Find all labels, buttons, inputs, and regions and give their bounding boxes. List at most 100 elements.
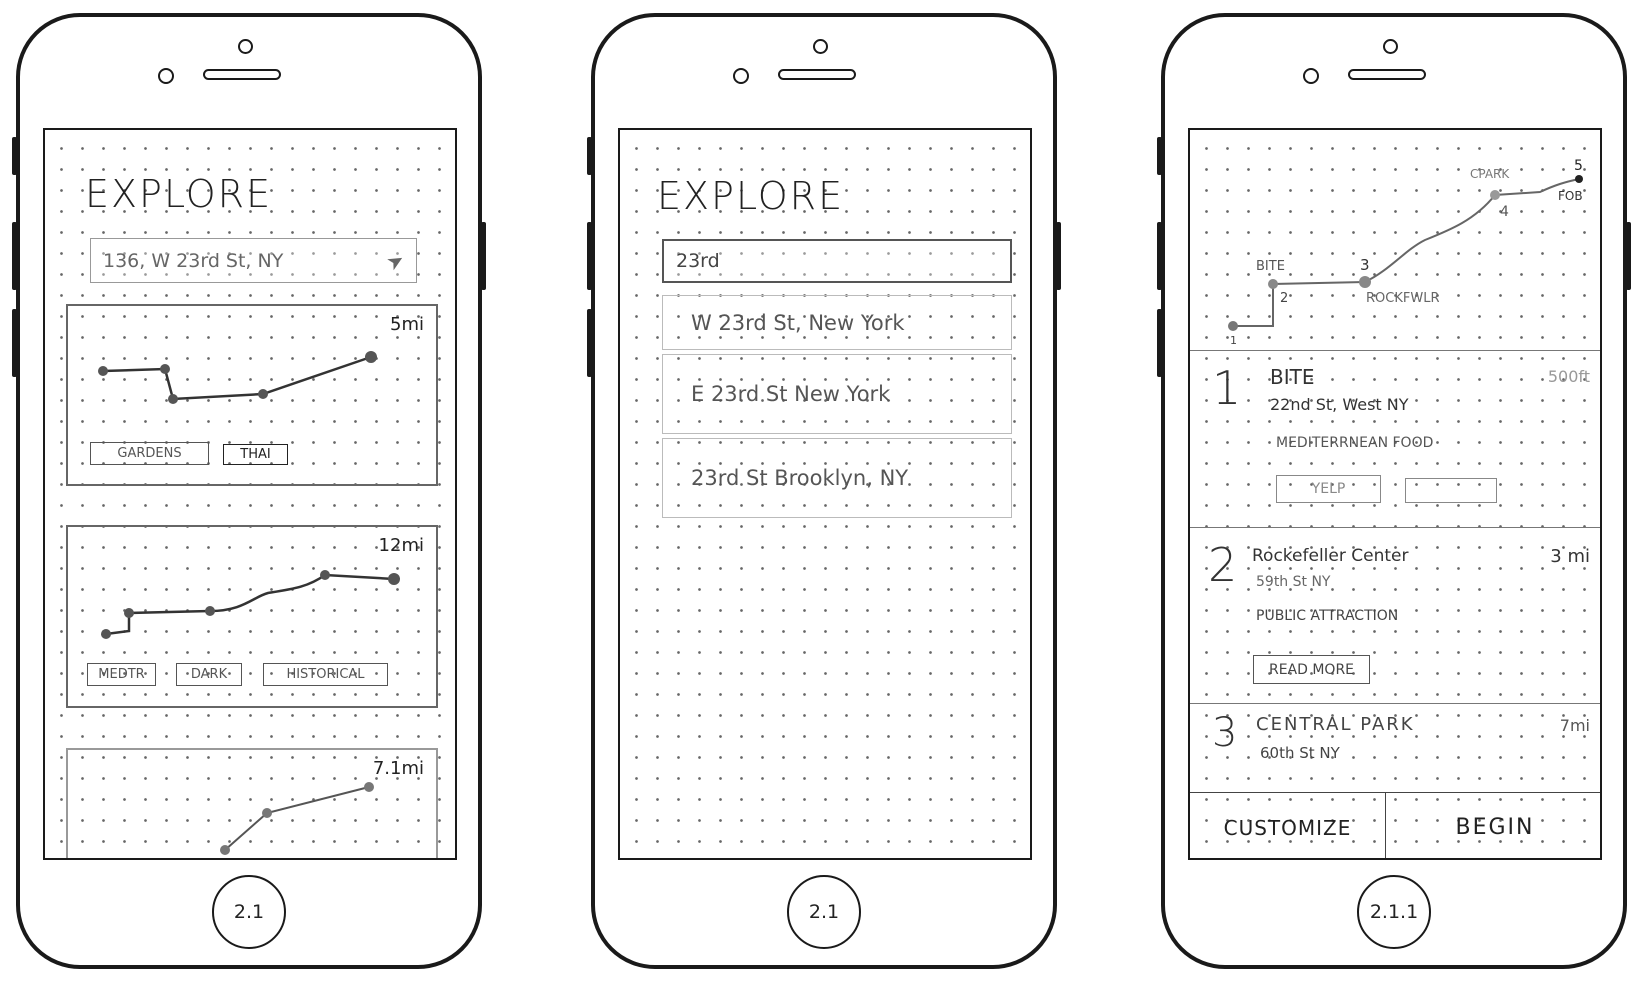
volume-down-button <box>12 309 17 377</box>
route-stop <box>364 782 374 792</box>
map-stop-label: BITE <box>1256 259 1285 274</box>
map-stop-number: 5 <box>1574 158 1583 174</box>
suggestion-item[interactable]: E 23rd St New York <box>662 354 1012 434</box>
map-stop-number: 2 <box>1280 291 1288 306</box>
stop-name: CENTRAL PARK <box>1256 714 1415 735</box>
tag-dark[interactable]: DARK <box>176 663 242 686</box>
secondary-button[interactable] <box>1405 478 1497 503</box>
route-line <box>1233 178 1580 327</box>
stop-address: 59th St NY <box>1256 574 1331 590</box>
route-line <box>224 786 370 851</box>
stop-address: 22nd St, West NY <box>1270 395 1409 414</box>
tag-thai[interactable]: THAI <box>223 444 288 465</box>
divider <box>1190 703 1600 704</box>
phone-frame-route-detail: 1 2 3 4 5 BITE ROCKFWLR CPARK FOB 1 BITE… <box>1157 13 1631 969</box>
power-button <box>481 222 486 290</box>
route-stop <box>124 608 134 618</box>
screen-search: EXPLORE 23rd W 23rd St, New York E 23rd … <box>618 128 1032 860</box>
power-button <box>1626 222 1631 290</box>
sensor-icon <box>1303 68 1319 84</box>
suggestion-item[interactable]: W 23rd St, New York <box>662 295 1012 350</box>
tag-historical[interactable]: HISTORICAL <box>263 663 388 686</box>
customize-button[interactable]: CUSTOMIZE <box>1223 815 1352 840</box>
route-stop <box>220 845 230 855</box>
stop-list-item[interactable]: 3 CENTRAL PARK 7mi 60th St NY <box>1190 704 1600 792</box>
route-stop <box>205 606 215 616</box>
yelp-button[interactable]: YELP <box>1276 475 1381 503</box>
button-divider <box>1385 793 1386 858</box>
map-stop-5 <box>1575 175 1583 183</box>
screen-explore: EXPLORE 136, W 23rd St, NY ➤ 5mi GARDENS… <box>43 128 457 860</box>
map-stop-2 <box>1268 279 1278 289</box>
divider <box>1190 527 1600 528</box>
location-input[interactable]: 136, W 23rd St, NY ➤ <box>90 238 417 283</box>
camera-icon <box>1383 39 1398 54</box>
tag-medtr[interactable]: MEDTR <box>87 663 156 686</box>
route-map-thumbnail <box>220 782 374 855</box>
stop-distance: 3 mi <box>1550 546 1590 567</box>
route-distance: 12mi <box>378 535 424 556</box>
page-title: EXPLORE <box>85 172 273 216</box>
route-map-thumbnail <box>101 570 400 639</box>
tag-gardens[interactable]: GARDENS <box>90 442 209 465</box>
map-stop-label: FOB <box>1558 189 1583 203</box>
speaker-grille <box>1348 69 1426 80</box>
stop-number: 1 <box>1212 361 1242 415</box>
route-distance: 7.1mi <box>372 758 424 779</box>
volume-up-button <box>12 222 17 290</box>
route-line <box>105 573 395 636</box>
map-stop-3 <box>1359 276 1371 288</box>
home-button[interactable]: 2.1 <box>212 875 286 949</box>
route-card[interactable]: 12mi MEDTR DARK HISTORICAL <box>66 525 438 708</box>
route-card[interactable]: 5mi GARDENS THAI <box>66 304 438 486</box>
stop-list-item[interactable]: 2 Rockefeller Center 3 mi 59th St NY PUB… <box>1190 528 1600 703</box>
search-input[interactable]: 23rd <box>662 239 1012 283</box>
route-stop <box>262 808 272 818</box>
route-stop <box>168 394 178 404</box>
route-line <box>102 355 372 401</box>
suggestion-item[interactable]: 23rd St Brooklyn, NY <box>662 438 1012 518</box>
route-stop <box>388 573 400 585</box>
mute-switch <box>587 137 592 175</box>
route-map-thumbnail <box>98 351 377 404</box>
stop-category: PUBLIC ATTRACTION <box>1256 608 1399 624</box>
map-stop-number: 4 <box>1500 204 1509 220</box>
volume-down-button <box>1157 309 1162 377</box>
route-stop <box>365 351 377 363</box>
begin-button[interactable]: BEGIN <box>1455 815 1535 840</box>
speaker-grille <box>203 69 281 80</box>
stop-category: MEDITERRNEAN FOOD <box>1276 435 1434 451</box>
camera-icon <box>238 39 253 54</box>
stop-list-item[interactable]: 1 BITE 500ft 22nd St, West NY MEDITERRNE… <box>1190 351 1600 527</box>
route-stop <box>258 389 268 399</box>
divider <box>1190 792 1600 793</box>
home-button[interactable]: 2.1.1 <box>1357 875 1431 949</box>
route-map[interactable]: 1 2 3 4 5 BITE ROCKFWLR CPARK FOB <box>1190 130 1602 350</box>
stop-name: Rockefeller Center <box>1252 546 1409 566</box>
stop-distance: 7mi <box>1559 716 1590 735</box>
stop-distance: 500ft <box>1547 367 1590 386</box>
screen-route-detail: 1 2 3 4 5 BITE ROCKFWLR CPARK FOB 1 BITE… <box>1188 128 1602 860</box>
route-stop <box>160 364 170 374</box>
phone-frame-explore-routes: EXPLORE 136, W 23rd St, NY ➤ 5mi GARDENS… <box>12 13 486 969</box>
volume-up-button <box>587 222 592 290</box>
home-button[interactable]: 2.1 <box>787 875 861 949</box>
sensor-icon <box>158 68 174 84</box>
navigation-arrow-icon[interactable]: ➤ <box>382 245 409 276</box>
sensor-icon <box>733 68 749 84</box>
map-stop-number: 3 <box>1360 256 1370 274</box>
read-more-button[interactable]: READ MORE <box>1253 655 1370 684</box>
camera-icon <box>813 39 828 54</box>
stop-number: 2 <box>1208 538 1238 592</box>
route-card[interactable]: 7.1mi <box>66 748 438 858</box>
map-stop-label: ROCKFWLR <box>1366 291 1439 306</box>
mute-switch <box>12 137 17 175</box>
route-stop <box>101 629 111 639</box>
map-stop-label: CPARK <box>1470 167 1510 181</box>
map-stop-1 <box>1228 321 1238 331</box>
phone-frame-search: EXPLORE 23rd W 23rd St, New York E 23rd … <box>587 13 1061 969</box>
speaker-grille <box>778 69 856 80</box>
divider <box>1190 350 1600 351</box>
route-distance: 5mi <box>390 314 424 335</box>
page-title: EXPLORE <box>657 174 845 218</box>
